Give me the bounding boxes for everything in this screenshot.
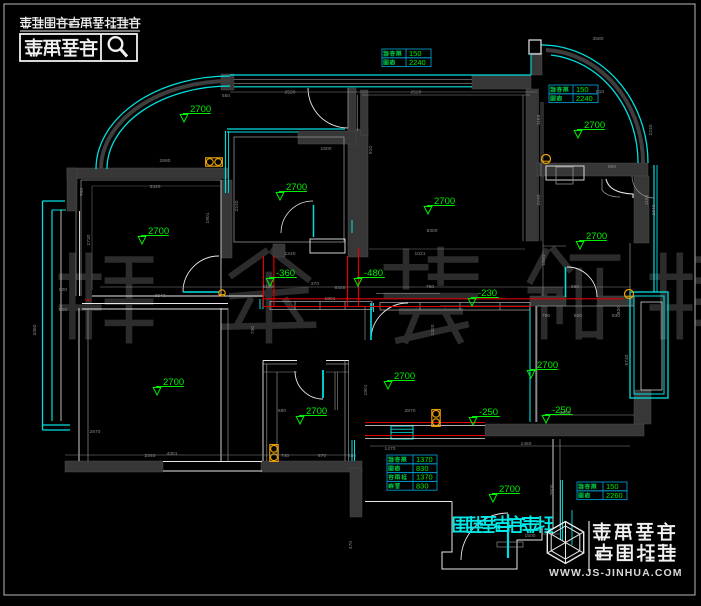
svg-text:2700: 2700 bbox=[499, 484, 520, 495]
svg-text:5740: 5740 bbox=[624, 354, 630, 365]
svg-text:2520: 2520 bbox=[285, 90, 296, 96]
svg-text:2340: 2340 bbox=[651, 204, 657, 215]
svg-text:1901: 1901 bbox=[205, 212, 211, 223]
svg-text:700: 700 bbox=[79, 188, 85, 196]
svg-text:730: 730 bbox=[250, 326, 256, 334]
svg-text:1800: 1800 bbox=[321, 146, 332, 152]
svg-text:2240: 2240 bbox=[648, 124, 654, 135]
svg-text:-250: -250 bbox=[479, 407, 498, 418]
svg-text:2870: 2870 bbox=[405, 408, 416, 414]
svg-text:2700: 2700 bbox=[394, 371, 415, 382]
svg-text:2700: 2700 bbox=[163, 377, 184, 388]
svg-text:830: 830 bbox=[612, 313, 620, 319]
svg-text:2340: 2340 bbox=[145, 453, 156, 459]
svg-text:-250: -250 bbox=[552, 405, 571, 416]
svg-text:740: 740 bbox=[281, 453, 289, 459]
svg-text:600: 600 bbox=[574, 313, 582, 319]
svg-text:830: 830 bbox=[416, 481, 429, 490]
svg-text:2700: 2700 bbox=[190, 104, 211, 115]
svg-text:550: 550 bbox=[222, 93, 230, 99]
svg-text:2240: 2240 bbox=[409, 58, 426, 67]
svg-text:-360: -360 bbox=[276, 268, 295, 279]
svg-text:2700: 2700 bbox=[434, 196, 455, 207]
svg-text:580: 580 bbox=[348, 453, 356, 459]
svg-text:820: 820 bbox=[616, 306, 622, 314]
svg-text:8300: 8300 bbox=[560, 410, 571, 416]
svg-text:1241: 1241 bbox=[541, 254, 547, 265]
svg-text:1163: 1163 bbox=[536, 114, 542, 125]
svg-text:830: 830 bbox=[416, 464, 429, 473]
svg-text:1470: 1470 bbox=[385, 446, 396, 452]
svg-text:670: 670 bbox=[318, 453, 326, 459]
svg-text:2700: 2700 bbox=[537, 360, 558, 371]
svg-text:150: 150 bbox=[606, 482, 619, 491]
svg-text:3580: 3580 bbox=[593, 36, 604, 42]
svg-text:6440: 6440 bbox=[335, 285, 346, 291]
svg-text:1901: 1901 bbox=[325, 296, 336, 302]
svg-text:4351: 4351 bbox=[167, 451, 178, 457]
svg-text:370: 370 bbox=[311, 281, 319, 287]
svg-text:WWW.JS-JINHUA.COM: WWW.JS-JINHUA.COM bbox=[549, 567, 683, 579]
svg-text:810: 810 bbox=[596, 89, 604, 95]
svg-text:3340: 3340 bbox=[150, 184, 161, 190]
svg-text:2700: 2700 bbox=[586, 231, 607, 242]
svg-text:470: 470 bbox=[348, 541, 354, 549]
svg-text:1370: 1370 bbox=[416, 473, 433, 482]
svg-text:1021: 1021 bbox=[415, 251, 426, 257]
svg-text:600: 600 bbox=[59, 287, 67, 293]
svg-text:-230: -230 bbox=[478, 288, 497, 299]
svg-text:2870: 2870 bbox=[90, 429, 101, 435]
svg-text:3360: 3360 bbox=[32, 324, 38, 335]
svg-text:-480: -480 bbox=[364, 268, 383, 279]
svg-text:910: 910 bbox=[368, 146, 374, 154]
svg-text:960: 960 bbox=[608, 164, 616, 170]
svg-text:2730: 2730 bbox=[86, 234, 92, 245]
svg-text:2680: 2680 bbox=[160, 158, 171, 164]
svg-text:2240: 2240 bbox=[234, 200, 240, 211]
svg-text:2520: 2520 bbox=[411, 90, 422, 96]
svg-text:1100: 1100 bbox=[644, 194, 650, 205]
svg-text:1240: 1240 bbox=[285, 251, 296, 257]
svg-text:600: 600 bbox=[59, 307, 67, 313]
svg-text:2700: 2700 bbox=[584, 120, 605, 131]
svg-text:150: 150 bbox=[409, 49, 422, 58]
svg-text:2240: 2240 bbox=[576, 94, 593, 103]
svg-text:150: 150 bbox=[576, 85, 589, 94]
svg-text:2700: 2700 bbox=[148, 226, 169, 237]
svg-text:2240: 2240 bbox=[536, 194, 542, 205]
svg-text:1500: 1500 bbox=[525, 533, 536, 539]
svg-text:3340: 3340 bbox=[155, 293, 166, 299]
svg-text:790: 790 bbox=[542, 313, 550, 319]
svg-text:2700: 2700 bbox=[306, 406, 327, 417]
svg-text:8300: 8300 bbox=[427, 228, 438, 234]
svg-text:1901: 1901 bbox=[363, 384, 369, 395]
svg-text:2260: 2260 bbox=[606, 491, 623, 500]
svg-text:1320: 1320 bbox=[430, 324, 436, 335]
svg-text:1450: 1450 bbox=[521, 441, 532, 447]
svg-text:2700: 2700 bbox=[286, 182, 307, 193]
svg-text:2600: 2600 bbox=[549, 484, 555, 495]
svg-text:1370: 1370 bbox=[416, 455, 433, 464]
svg-text:680: 680 bbox=[278, 408, 286, 414]
